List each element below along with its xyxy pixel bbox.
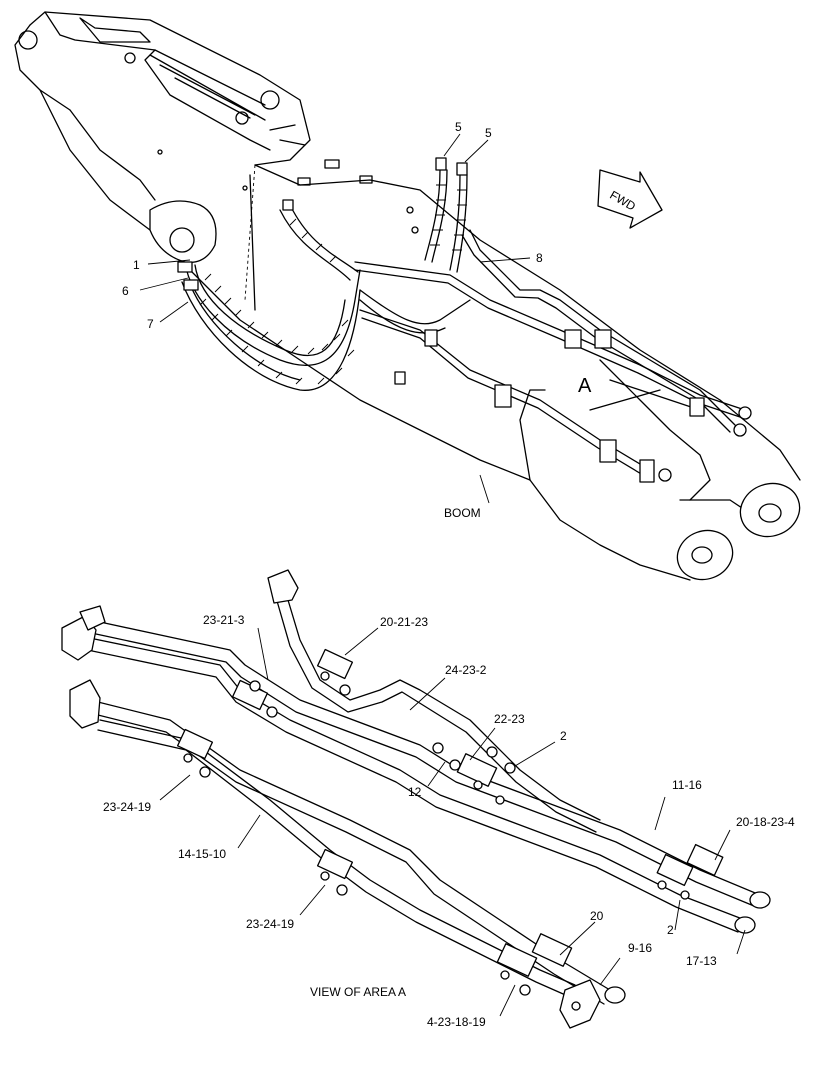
view-title: VIEW OF AREA A	[310, 985, 406, 999]
callout-2-upper: 2	[560, 729, 567, 743]
hose-bundle	[177, 157, 471, 391]
callout-17-13: 17-13	[686, 954, 717, 968]
boom-tubes	[354, 229, 752, 483]
callout-12: 12	[408, 785, 422, 799]
area-a-tubes	[61, 569, 771, 1029]
callout-7: 7	[147, 317, 154, 331]
callout-9-16: 9-16	[628, 941, 652, 955]
boom-label: BOOM	[444, 506, 481, 520]
callout-6: 6	[122, 284, 129, 298]
callout-14-15-10: 14-15-10	[178, 847, 226, 861]
boom-drawing	[14, 11, 801, 581]
callout-8: 8	[536, 251, 543, 265]
area-a-label: A	[578, 375, 592, 397]
callout-23-21-3: 23-21-3	[203, 613, 245, 627]
fwd-arrow-icon	[597, 169, 663, 229]
bolt-heads	[183, 671, 690, 996]
callout-1: 1	[133, 258, 140, 272]
callout-5b: 5	[485, 126, 492, 140]
callout-24-23-2: 24-23-2	[445, 663, 487, 677]
callout-11-16: 11-16	[672, 778, 702, 792]
callout-23-24-19-b: 23-24-19	[246, 917, 294, 931]
callout-4-23-18-19: 4-23-18-19	[427, 1015, 486, 1029]
callout-2-lower: 2	[667, 923, 674, 937]
callout-20-21-23: 20-21-23	[380, 615, 428, 629]
callout-20: 20	[590, 909, 604, 923]
callout-5a: 5	[455, 120, 462, 134]
callout-23-24-19-a: 23-24-19	[103, 800, 151, 814]
callout-20-18-23-4: 20-18-23-4	[736, 815, 795, 829]
callout-22-23: 22-23	[494, 712, 525, 726]
